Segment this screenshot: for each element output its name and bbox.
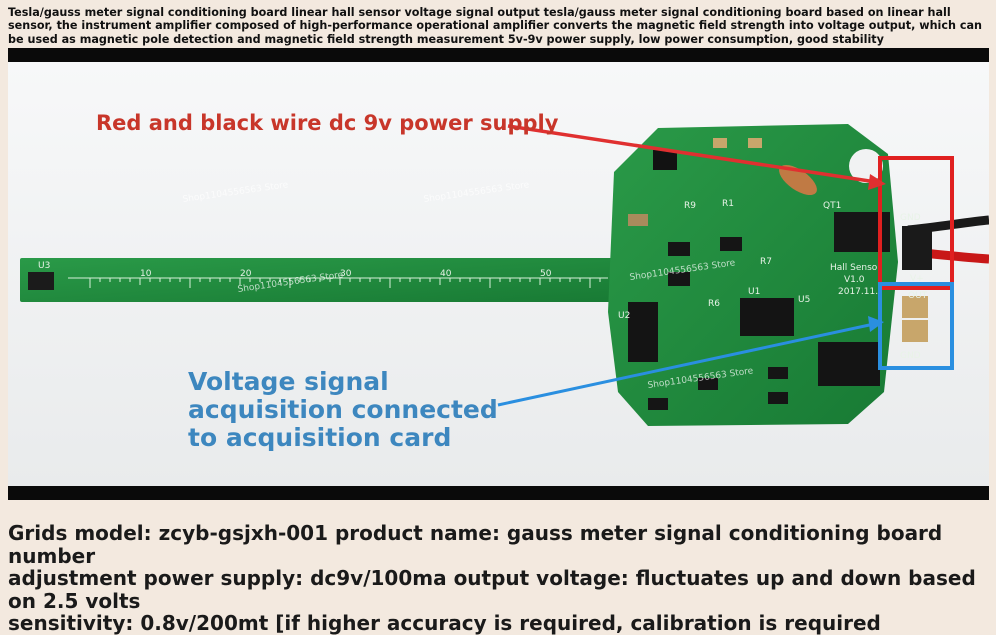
pcb-main-board (608, 124, 932, 426)
signal-arrow (497, 316, 884, 407)
specs-line-1: Grids model: zcyb-gsjxh-001 product name… (8, 521, 943, 568)
signal-caption: Voltage signal acquisition connected to … (188, 368, 498, 452)
pcb-illustration: U3 Hall Sensor V1.0 2017.11. GND V+ OUT … (8, 62, 989, 486)
signal-caption-line-2: acquisition connected (188, 395, 498, 424)
power-arrow (507, 124, 886, 190)
signal-highlight-box (878, 282, 954, 370)
ruler-label-40: 40 (440, 269, 452, 279)
label-u1: U1 (748, 287, 760, 297)
signal-caption-line-1: Voltage signal (188, 367, 389, 396)
label-u2: U2 (618, 311, 630, 321)
signal-caption-line-3: to acquisition card (188, 423, 452, 452)
product-photo-frame: U3 Hall Sensor V1.0 2017.11. GND V+ OUT … (8, 48, 989, 500)
label-gnd-top: GND (900, 213, 921, 223)
label-date: 2017.11. (838, 287, 878, 297)
product-photo: U3 Hall Sensor V1.0 2017.11. GND V+ OUT … (8, 62, 989, 486)
power-caption: Red and black wire dc 9v power supply (96, 111, 559, 135)
label-r1: R1 (722, 199, 734, 209)
specs-line-2: adjustment power supply: dc9v/100ma outp… (8, 566, 976, 613)
specs-line-3: sensitivity: 0.8v/200mt [if higher accur… (8, 611, 881, 635)
label-qt1: QT1 (823, 201, 841, 211)
label-u5: U5 (798, 295, 810, 305)
label-r6: R6 (708, 299, 720, 309)
label-r9: R9 (684, 201, 696, 211)
label-u3: U3 (38, 261, 50, 271)
label-hall-sensor: Hall Sensor (830, 263, 881, 273)
label-out: OUT (908, 291, 928, 301)
label-version: V1.0 (844, 275, 865, 285)
ruler-label-50: 50 (540, 269, 552, 279)
product-specs: Grids model: zcyb-gsjxh-001 product name… (8, 522, 988, 635)
product-description: Tesla/gauss meter signal conditioning bo… (8, 6, 982, 46)
label-r7: R7 (760, 257, 772, 267)
ruler-label-30: 30 (340, 269, 352, 279)
ruler-label-20: 20 (240, 269, 252, 279)
pcb-probe-strip (20, 258, 632, 302)
label-v-plus: V+ (910, 274, 924, 284)
ruler-label-10: 10 (140, 269, 152, 279)
label-gnd-bottom: GND (900, 351, 921, 361)
power-highlight-box (878, 156, 954, 290)
